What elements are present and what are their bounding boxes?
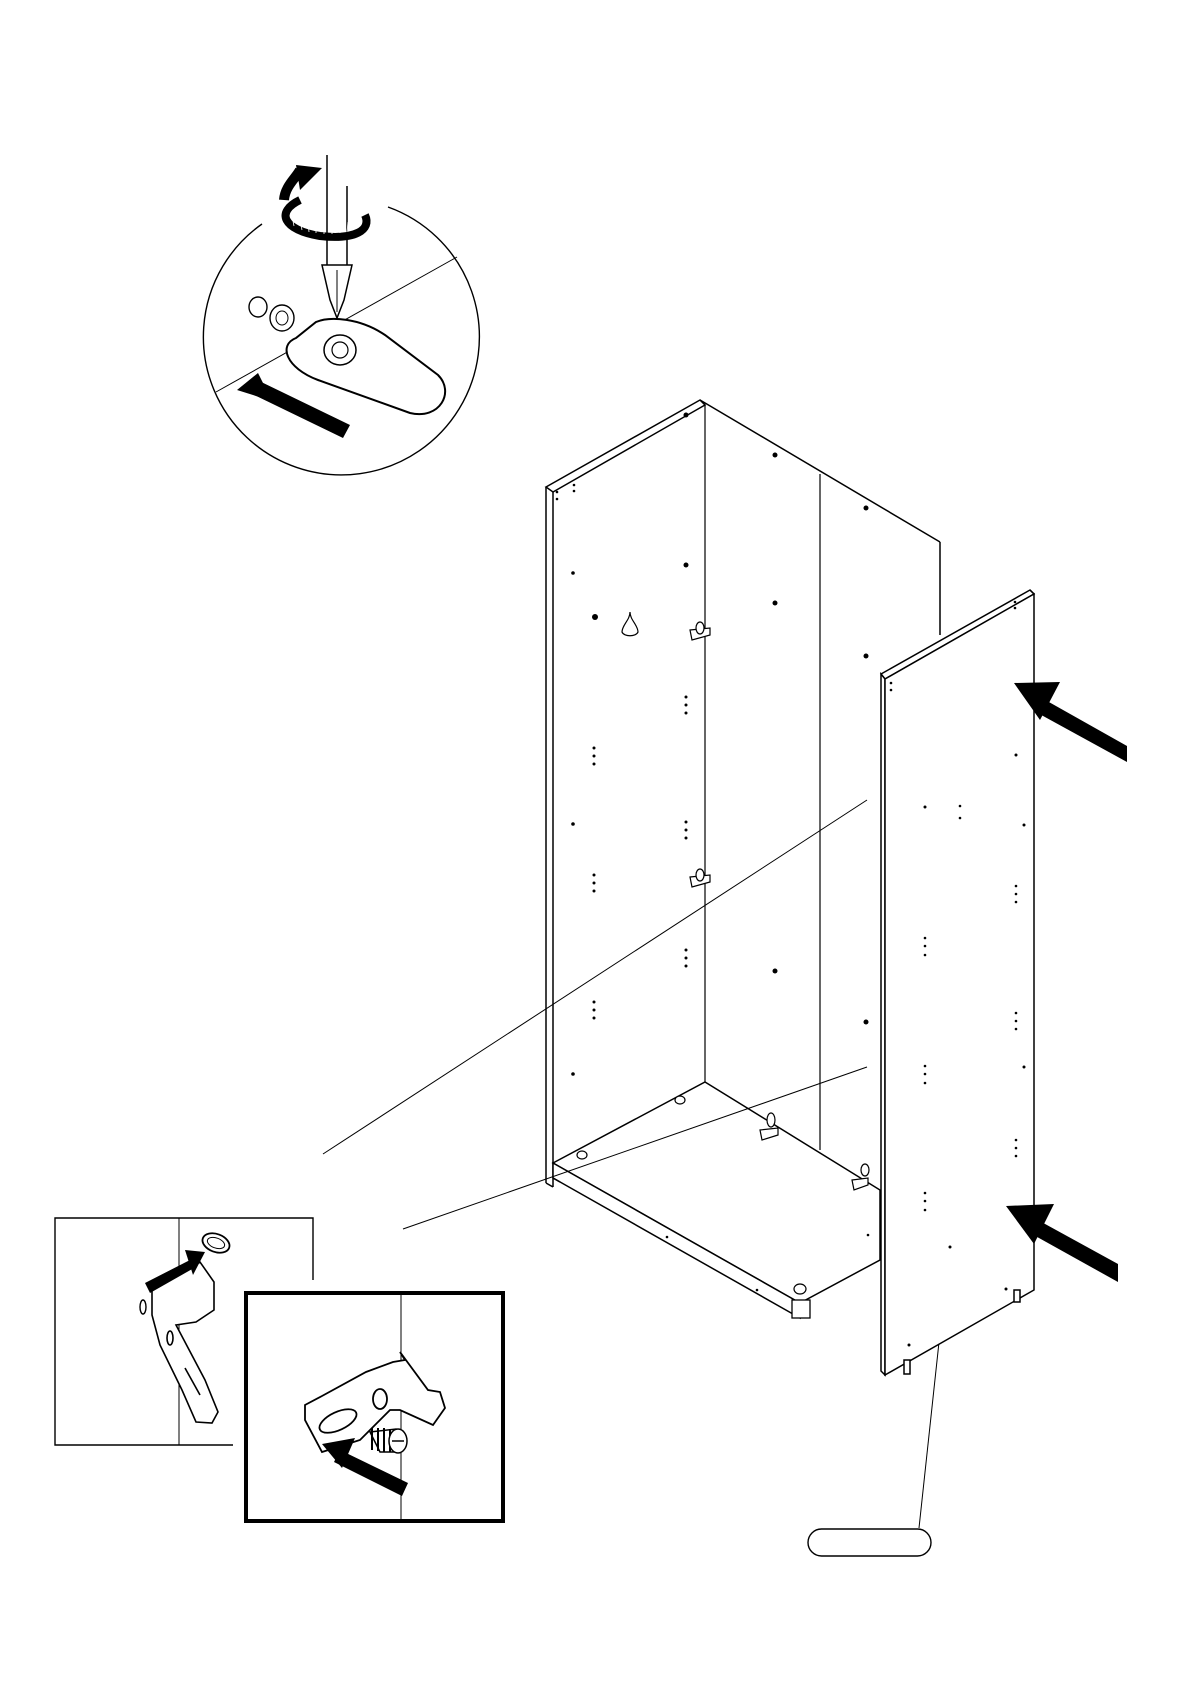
screwdriver-detail bbox=[203, 155, 479, 475]
rotate-arrow-icon bbox=[284, 165, 367, 237]
side-panel-icon bbox=[881, 590, 1034, 1375]
part-label bbox=[808, 1529, 931, 1556]
cam-lock-icon bbox=[287, 319, 446, 414]
cam-bolt-icon bbox=[249, 297, 294, 331]
bracket-screw-detail bbox=[246, 1293, 503, 1521]
shelf-pins bbox=[577, 612, 869, 1294]
side-panel bbox=[881, 590, 1127, 1375]
